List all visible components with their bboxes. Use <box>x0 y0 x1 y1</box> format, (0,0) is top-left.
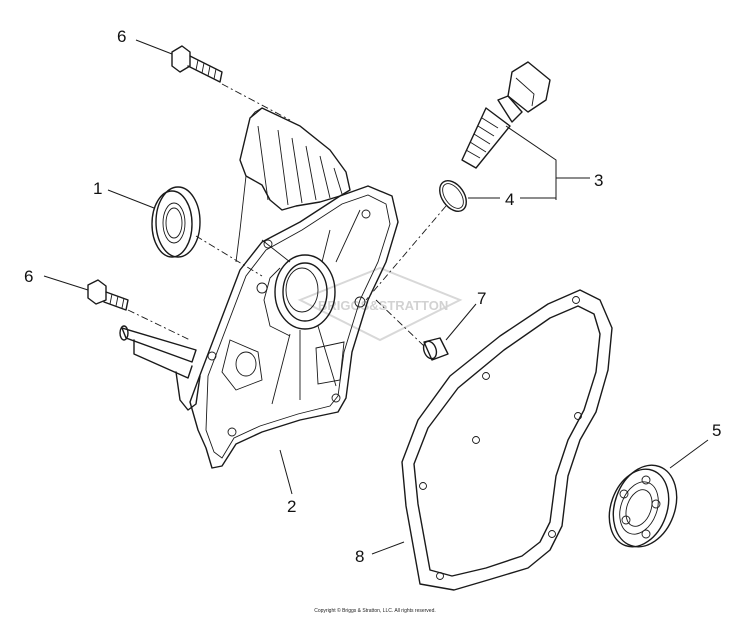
leader-8 <box>371 541 405 555</box>
ball-bearing <box>608 464 678 548</box>
gasket <box>401 289 613 591</box>
callout-1: 1 <box>93 179 102 198</box>
leader-3 <box>505 125 590 200</box>
axis-dipstick <box>365 205 447 301</box>
axis-upper-bolt <box>221 83 291 121</box>
watermark-text: BRIGGS&STRATTON <box>318 298 448 313</box>
copyright-notice: Copyright © Briggs & Stratton, LLC. All … <box>314 608 436 614</box>
bolt-lower <box>87 279 129 311</box>
axis-pin <box>375 299 425 347</box>
axis-seal <box>195 235 263 277</box>
bolt-upper <box>171 45 223 83</box>
callout-8: 8 <box>355 547 364 566</box>
leader-7 <box>445 303 477 341</box>
leader-6b <box>43 275 89 291</box>
dipstick <box>461 61 551 169</box>
leader-1 <box>107 189 155 209</box>
callout-4: 4 <box>505 190 514 209</box>
watermark-logo: BRIGGS&STRATTON <box>297 266 463 342</box>
callout-3: 3 <box>594 171 603 190</box>
callout-6-lower: 6 <box>24 267 33 286</box>
callout-2: 2 <box>287 497 296 516</box>
callout-5: 5 <box>712 421 721 440</box>
callout-6-upper: 6 <box>117 27 126 46</box>
crankcase-cover <box>119 107 399 469</box>
leader-6a <box>135 39 173 55</box>
o-ring <box>439 180 467 212</box>
axis-lower-bolt <box>127 309 191 341</box>
dowel-pin <box>422 337 449 361</box>
oil-seal <box>151 186 201 258</box>
callout-7: 7 <box>477 289 486 308</box>
leader-5 <box>669 439 709 469</box>
leader-2 <box>279 449 293 495</box>
